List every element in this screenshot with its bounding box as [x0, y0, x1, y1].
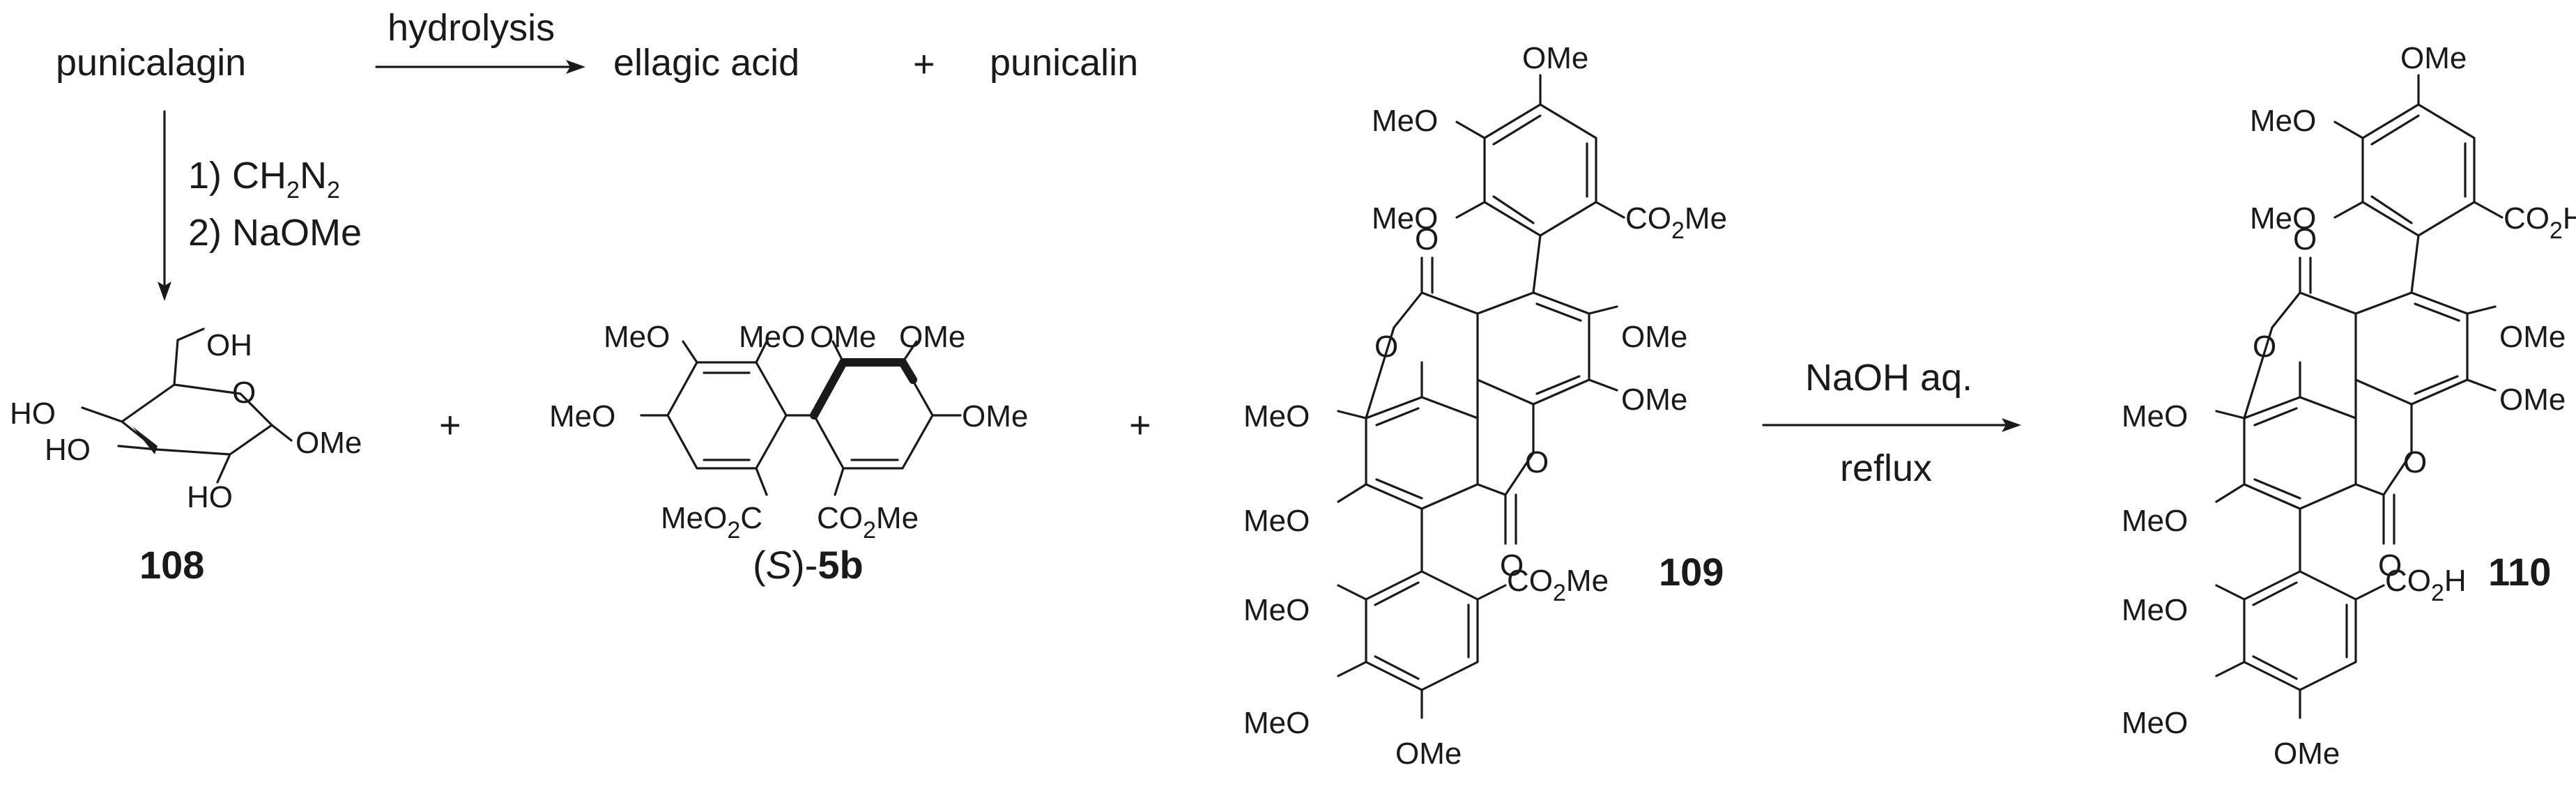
plus-sign-2: +	[1129, 404, 1151, 446]
svg-text:O: O	[2378, 548, 2402, 583]
svg-text:OMe: OMe	[899, 320, 965, 354]
compound-108-number: 108	[139, 543, 204, 587]
svg-text:MeO: MeO	[1243, 706, 1310, 740]
naoh-arrowhead	[2002, 418, 2021, 432]
svg-text:OMe: OMe	[2499, 383, 2566, 417]
svg-text:O: O	[2293, 222, 2317, 256]
svg-text:OMe: OMe	[1522, 41, 1588, 75]
compound-108-structure: OH O HO HO HO OMe	[10, 328, 362, 514]
svg-text:MeO: MeO	[1243, 399, 1310, 433]
ellagic-acid-label: ellagic acid	[613, 42, 799, 84]
plus-sign-top: +	[913, 43, 935, 85]
svg-text:MeO: MeO	[1372, 201, 1438, 236]
compound-110-number: 110	[2488, 550, 2551, 594]
svg-text:HO: HO	[10, 397, 56, 431]
punicalin-label: punicalin	[990, 42, 1138, 84]
svg-text:MeO: MeO	[1243, 593, 1310, 627]
svg-text:MeO: MeO	[2122, 399, 2188, 433]
svg-text:OMe: OMe	[296, 426, 362, 460]
svg-text:OMe: OMe	[1621, 320, 1687, 354]
svg-text:O: O	[1415, 222, 1439, 256]
plus-sign-1: +	[439, 404, 461, 446]
compound-110-structure: OMe MeO MeO CO2H O O O O OMe OMe MeO	[2122, 41, 2576, 771]
svg-text:MeO: MeO	[2122, 706, 2188, 740]
svg-text:OMe: OMe	[1621, 383, 1687, 417]
svg-text:MeO: MeO	[1243, 504, 1310, 538]
svg-text:OH: OH	[206, 328, 252, 362]
hydrolysis-arrowhead	[566, 60, 585, 74]
svg-text:O: O	[1374, 330, 1398, 364]
svg-text:MeO: MeO	[2122, 593, 2188, 627]
svg-text:MeO: MeO	[549, 399, 615, 433]
svg-text:CO2Me: CO2Me	[1507, 564, 1609, 606]
svg-text:OMe: OMe	[2274, 737, 2340, 771]
svg-text:MeO: MeO	[604, 320, 670, 354]
svg-text:O: O	[1500, 548, 1524, 583]
methanolysis-arrowhead	[158, 282, 171, 301]
svg-text:OMe: OMe	[2400, 41, 2467, 75]
svg-text:HO: HO	[187, 480, 233, 514]
compound-5b-structure: MeO MeO OMe OMe MeO OMe MeO2C CO2Me	[549, 320, 1028, 544]
compound-109-number: 109	[1659, 550, 1724, 594]
compound-5b-number: (S)-5b	[753, 543, 864, 587]
compound-109-structure: OMe MeO MeO CO2Me O O O O	[1243, 41, 1727, 771]
svg-text:HO: HO	[45, 433, 91, 467]
svg-text:OMe: OMe	[2499, 320, 2566, 354]
hydrolysis-label: hydrolysis	[388, 7, 555, 49]
svg-text:CO2Me: CO2Me	[817, 501, 919, 544]
svg-text:CO2Me: CO2Me	[1625, 201, 1727, 244]
reagent-reflux-label: reflux	[1840, 447, 1932, 489]
punicalagin-label: punicalagin	[56, 42, 246, 84]
svg-text:O: O	[232, 376, 256, 410]
svg-text:MeO2C: MeO2C	[661, 501, 762, 544]
svg-text:OMe: OMe	[1395, 737, 1462, 771]
svg-text:O: O	[2403, 445, 2427, 479]
reagent-naoh-label: NaOH aq.	[1805, 357, 1972, 399]
svg-text:CO2H: CO2H	[2385, 564, 2467, 606]
svg-text:MeO: MeO	[1372, 104, 1438, 138]
step1-label: 1) CH2N2	[188, 155, 340, 203]
svg-text:MeO: MeO	[2250, 104, 2316, 138]
step2-label: 2) NaOMe	[188, 212, 362, 254]
svg-text:MeO: MeO	[739, 320, 805, 354]
svg-text:OMe: OMe	[810, 320, 876, 354]
svg-text:O: O	[2253, 330, 2276, 364]
svg-text:MeO: MeO	[2122, 504, 2188, 538]
svg-text:O: O	[1525, 445, 1549, 479]
svg-text:CO2H: CO2H	[2504, 201, 2576, 244]
svg-text:MeO: MeO	[2250, 201, 2316, 236]
svg-text:OMe: OMe	[962, 399, 1028, 433]
